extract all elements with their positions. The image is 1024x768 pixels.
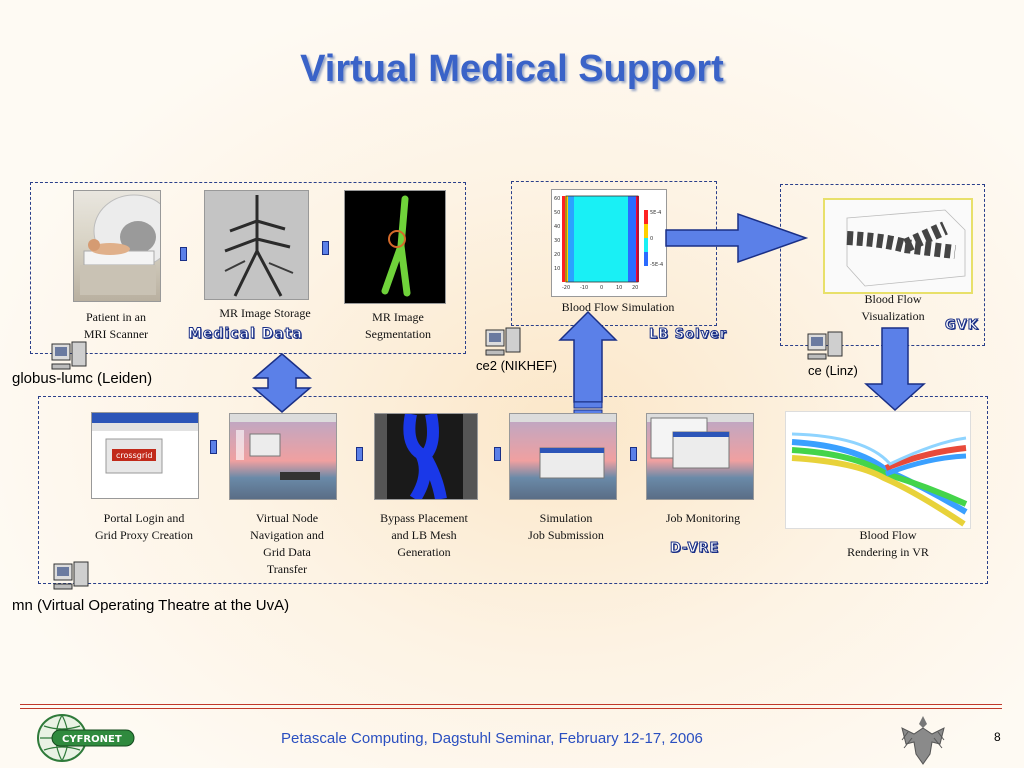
computer-icon <box>807 331 843 360</box>
y-tick-label: 60 <box>554 196 560 202</box>
lb-solver-badge: LB Solver <box>648 327 728 343</box>
step-arrow-icon <box>630 447 637 461</box>
medical-data-group <box>30 182 466 354</box>
legend-tick-label: 5E-4 <box>650 210 661 216</box>
dvre-group <box>38 396 988 584</box>
mri-scanner-photo <box>73 190 161 302</box>
simulation-field-plot: 60 50 40 30 20 10 -20 -10 0 10 20 5E-4 0… <box>554 195 663 291</box>
site-label-linz: ce (Linz) <box>808 363 858 378</box>
footer-text: Petascale Computing, Dagstuhl Seminar, F… <box>281 730 703 747</box>
footer-rule <box>20 704 1002 705</box>
patient-caption: Patient in an MRI Scanner <box>83 310 149 341</box>
mr-image-storage <box>204 190 309 300</box>
step-arrow-icon <box>180 247 187 261</box>
bypass-placement-screenshot <box>374 413 478 500</box>
computer-icon <box>485 327 521 356</box>
site-label-leiden: globus-lumc (Leiden) <box>12 370 153 387</box>
virtual-node-screenshot <box>229 413 337 500</box>
mr-image-segmentation <box>344 190 446 304</box>
y-tick-label: 40 <box>554 224 560 230</box>
mri-scanner-illustration <box>80 194 160 295</box>
vr-caption: Blood Flow Rendering in VR <box>847 528 929 559</box>
step-caption-bypass: Bypass Placement and LB Mesh Generation <box>380 511 468 559</box>
y-tick-label: 10 <box>554 266 560 272</box>
y-tick-label: 50 <box>554 210 560 216</box>
step-caption-monitoring: Job Monitoring <box>665 511 741 525</box>
bypass-vessel-illustration <box>375 414 477 499</box>
visualization-caption: Blood Flow Visualization <box>861 292 925 323</box>
step-arrow-icon <box>322 241 329 255</box>
portal-window-illustration: crossgrid <box>92 413 198 474</box>
site-label-nikhef: ce2 (NIKHEF) <box>476 358 557 373</box>
x-tick-label: 10 <box>616 285 622 291</box>
dvre-badge: D-VRE <box>669 541 720 557</box>
legend-tick-label: -5E-4 <box>650 262 663 268</box>
angiogram-illustration <box>205 191 308 299</box>
cyfronet-logo: CYFRONET <box>37 714 135 762</box>
storage-caption: MR Image Storage <box>219 306 311 320</box>
x-tick-label: -20 <box>562 285 570 291</box>
job-monitoring-screenshot <box>646 413 754 500</box>
vr-flow-streamlines-illustration <box>791 432 968 527</box>
page-number: 8 <box>994 730 1001 744</box>
x-tick-label: 20 <box>632 285 638 291</box>
portal-logo-text: crossgrid <box>116 451 152 460</box>
portal-login-screenshot: crossgrid <box>91 412 199 499</box>
x-tick-label: -10 <box>580 285 588 291</box>
monitoring-windows-illustration <box>647 414 753 469</box>
medical-data-badge: Medical Data <box>188 326 303 343</box>
step-caption-portal: Portal Login and Grid Proxy Creation <box>95 511 193 542</box>
site-label-uva: mn (Virtual Operating Theatre at the UvA… <box>12 597 290 614</box>
step-arrow-icon <box>210 440 217 454</box>
step-caption-simulation: Simulation Job Submission <box>528 511 604 542</box>
computer-icon <box>53 561 89 590</box>
step-arrow-icon <box>494 447 501 461</box>
step-caption-virtual-node: Virtual Node Navigation and Grid Data Tr… <box>250 511 324 576</box>
segmented-artery-illustration <box>345 191 445 303</box>
segmentation-caption: MR Image Segmentation <box>365 310 431 341</box>
step-arrow-icon <box>356 447 363 461</box>
gvk-badge: GVK <box>945 318 979 334</box>
vr-rendering-image <box>785 411 971 529</box>
legend-tick-label: 0 <box>650 236 653 242</box>
vessel-visualization-illustration <box>846 209 966 287</box>
y-tick-label: 30 <box>554 238 560 244</box>
footer-rule <box>20 708 1002 709</box>
desktop-sailboat-illustration <box>230 414 336 480</box>
cyfronet-logo-text: CYFRONET <box>62 734 122 745</box>
simulation-caption: Blood Flow Simulation <box>561 300 675 314</box>
x-tick-label: 0 <box>600 285 603 291</box>
y-tick-label: 20 <box>554 252 560 258</box>
page-title: Virtual Medical Support <box>300 48 724 90</box>
blood-flow-visualization-view <box>823 198 973 294</box>
simulation-submission-screenshot <box>509 413 617 500</box>
blood-flow-simulation-plot: 60 50 40 30 20 10 -20 -10 0 10 20 5E-4 0… <box>551 189 667 297</box>
job-submission-dialog-illustration <box>510 414 616 479</box>
eagle-emblem-icon <box>901 716 945 765</box>
computer-icon <box>51 341 87 370</box>
